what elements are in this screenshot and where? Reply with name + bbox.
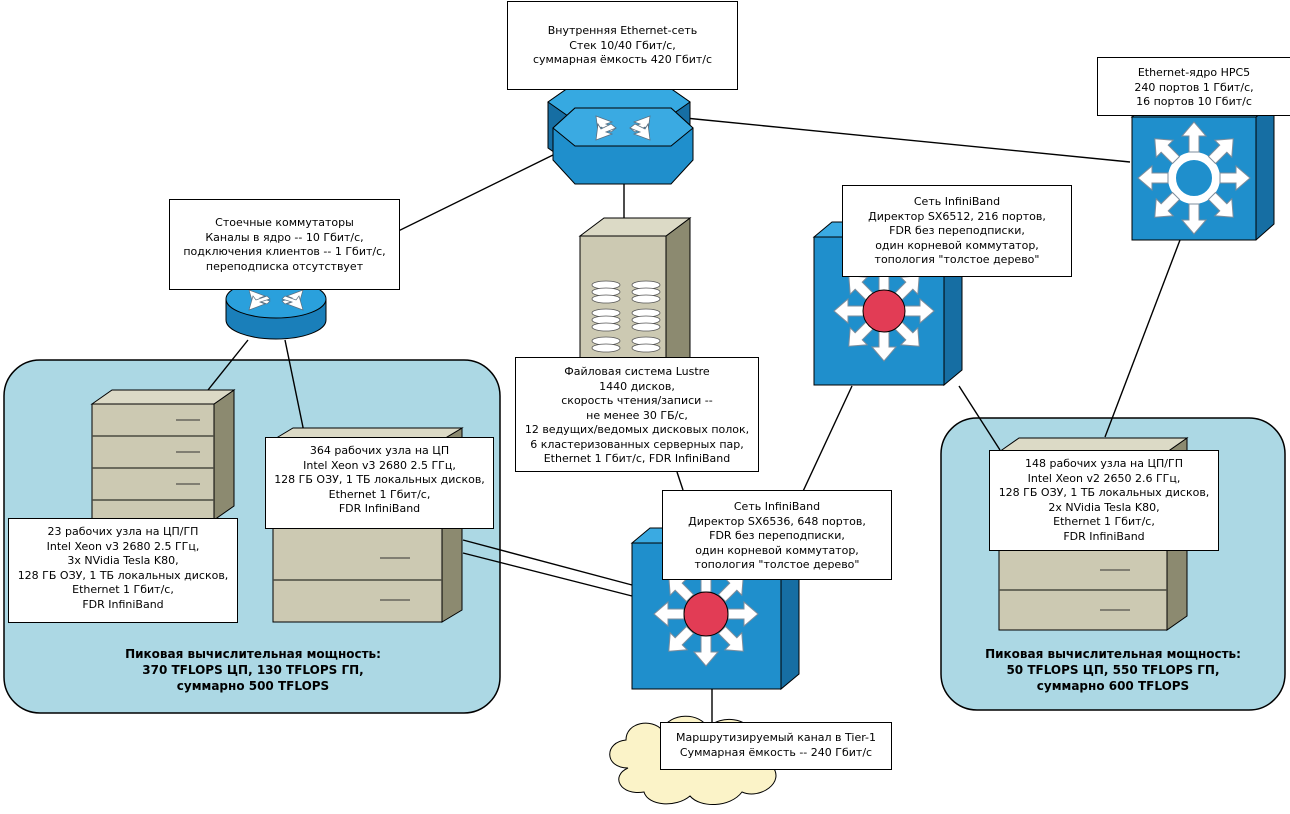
gpu-nodes-left-label-line: 23 рабочих узла на ЦП/ГП: [47, 525, 199, 538]
infiniband-center-label-line: FDR без переподписки,: [709, 529, 845, 542]
peak-performance-left-line: Пиковая вычислительная мощность:: [125, 647, 381, 661]
gpu-nodes-right-label-line: Intel Xeon v2 2650 2.6 ГГц,: [1027, 471, 1181, 485]
cpu-nodes-label-line: Ethernet 1 Гбит/с,: [328, 487, 431, 501]
rack-switches-label-line: Стоечные коммутаторы: [215, 216, 354, 229]
lustre-label-line: не менее 30 ГБ/с,: [586, 408, 688, 422]
lustre-label-line: Ethernet 1 Гбит/с, FDR InfiniBand: [543, 452, 731, 465]
peak-performance-left-line: суммарно 500 TFLOPS: [176, 679, 330, 693]
infiniband-right-label-line: FDR без переподписки,: [889, 224, 1025, 237]
cpu-nodes-label-line: 364 рабочих узла на ЦП: [309, 444, 450, 457]
gpu-nodes-left-label-line: 128 ГБ ОЗУ, 1 ТБ локальных дисков,: [17, 568, 229, 582]
infiniband-center-label-line: один корневой коммутатор,: [695, 543, 859, 557]
lustre-label-line: Файловая система Lustre: [564, 365, 710, 378]
cpu-nodes-label-line: 128 ГБ ОЗУ, 1 ТБ локальных дисков,: [274, 473, 485, 486]
ethernet-stack-icon: [547, 87, 694, 185]
lustre-label-line: 6 кластеризованных серверных пар,: [530, 437, 744, 451]
gpu-nodes-left-label-line: 3x NVidia Tesla K80,: [67, 554, 179, 567]
gpu-server-stack-left-icon: [90, 389, 236, 521]
gpu-nodes-right-label-line: Ethernet 1 Гбит/с,: [1053, 515, 1155, 528]
ethernet-internal-label-line: суммарная ёмкость 420 Гбит/с: [532, 53, 713, 66]
gpu-nodes-left-label-line: Ethernet 1 Гбит/с,: [72, 583, 174, 596]
ethernet-internal-label-line: Стек 10/40 Гбит/с,: [569, 38, 676, 52]
hpc5-core-label-line: 240 портов 1 Гбит/с,: [1134, 80, 1254, 94]
cpu-nodes-label-line: FDR InfiniBand: [338, 502, 421, 515]
peak-performance-right-line: суммарно 600 TFLOPS: [1036, 679, 1190, 693]
rack-switches-label-line: Каналы в ядро -- 10 Гбит/с,: [205, 230, 364, 244]
infiniband-right-label-line: топология "толстое дерево": [874, 253, 1040, 266]
peak-performance-right: Пиковая вычислительная мощность: 50 TFLOP…: [940, 646, 1286, 694]
infiniband-right-label-line: Сеть InfiniBand: [913, 195, 1001, 208]
gpu-nodes-right-label-line: FDR InfiniBand: [1063, 529, 1145, 543]
rack-switches-label-line: подключения клиентов -- 1 Гбит/с,: [183, 245, 386, 258]
tier1-link-label-line: Маршрутизируемый канал в Tier-1: [675, 731, 877, 744]
hpc5-core-label-line: Ethernet-ядро HPC5: [1137, 66, 1251, 79]
infiniband-center-label-line: Директор SX6536, 648 портов,: [688, 514, 866, 528]
tier1-link-label-line: Суммарная ёмкость -- 240 Гбит/с: [679, 745, 873, 759]
lustre-label-line: 12 ведущих/ведомых дисковых полок,: [524, 423, 750, 436]
gpu-nodes-left-label-line: FDR InfiniBand: [82, 597, 164, 611]
lustre-label-line: скорость чтения/записи --: [561, 394, 713, 407]
infiniband-center-label-line: топология "толстое дерево": [694, 558, 860, 571]
peak-performance-left-line: 370 TFLOPS ЦП, 130 TFLOPS ГП,: [142, 663, 364, 677]
ethernet-internal-label-line: Внутренняя Ethernet-сеть: [547, 24, 698, 37]
cpu-nodes-label-line: Intel Xeon v3 2680 2.5 ГГц,: [303, 458, 456, 472]
infiniband-center-label-line: Сеть InfiniBand: [733, 500, 821, 513]
hpc5-core-switch-icon: [1130, 100, 1276, 241]
gpu-nodes-left-label-line: Intel Xeon v3 2680 2.5 ГГц,: [46, 539, 200, 553]
rack-switches-label-line: переподписка отсутствует: [205, 259, 364, 273]
peak-performance-right-line: Пиковая вычислительная мощность:: [985, 647, 1241, 661]
lustre-label-line: 1440 дисков,: [599, 379, 675, 393]
peak-performance-right-line: 50 TFLOPS ЦП, 550 TFLOPS ГП,: [1006, 663, 1220, 677]
gpu-nodes-right-label-line: 128 ГБ ОЗУ, 1 ТБ локальных дисков,: [998, 486, 1210, 499]
peak-performance-left: Пиковая вычислительная мощность: 370 TFLO…: [100, 646, 406, 694]
infiniband-right-label-line: Директор SX6512, 216 портов,: [868, 209, 1046, 223]
infiniband-right-label-line: один корневой коммутатор,: [875, 238, 1039, 252]
gpu-nodes-right-label-line: 148 рабочих узла на ЦП/ГП: [1025, 457, 1183, 470]
hpc5-core-label-line: 16 портов 10 Гбит/с: [1136, 95, 1252, 108]
gpu-nodes-right-label-line: 2x NVidia Tesla K80,: [1048, 500, 1160, 514]
